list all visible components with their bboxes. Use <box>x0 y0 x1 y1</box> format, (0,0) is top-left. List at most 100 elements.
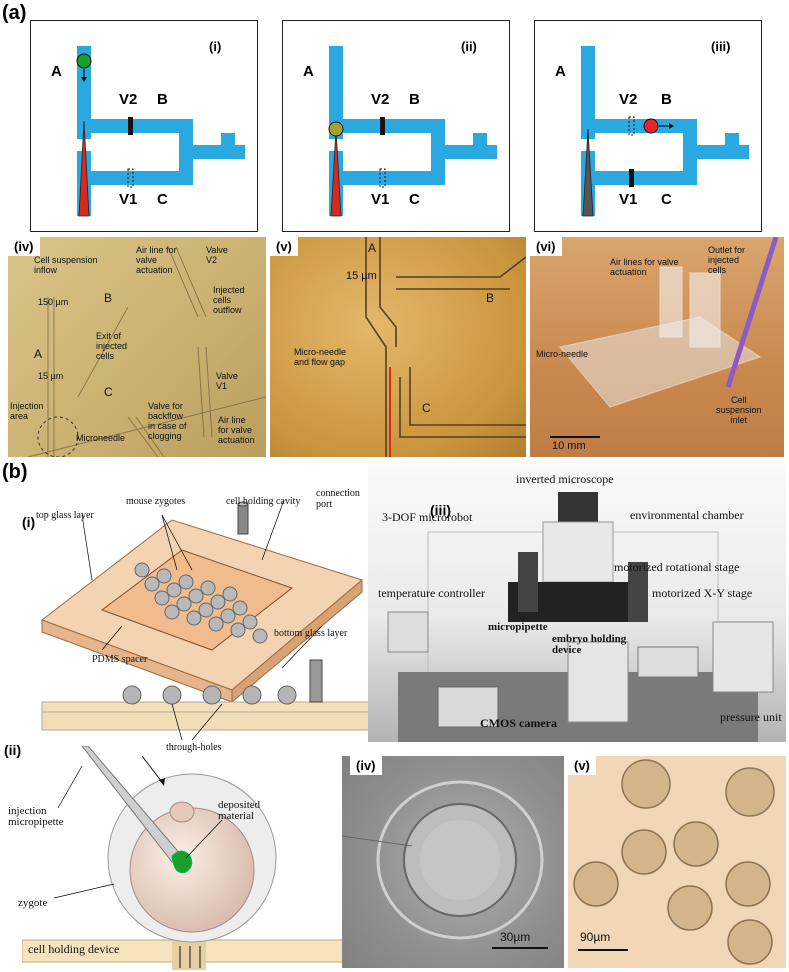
photo-a-vi-label: Micro-needle <box>536 349 589 359</box>
injection-tag: (ii) <box>4 742 22 758</box>
mouse-zygote <box>178 574 194 590</box>
photo-a-v-label: A <box>368 241 377 255</box>
mouse-zygote <box>134 562 150 578</box>
schematic-iii-c: C <box>661 191 672 208</box>
photo-b-iv-scale: 30µm <box>500 930 531 944</box>
panel-b-label: (b) <box>2 461 28 483</box>
photo-a-iv: (iv) Cell suspension inflow Air line for… <box>8 237 266 457</box>
schematic-iii-tag: (iii) <box>711 39 731 54</box>
photo-a-v: (v) A B 15 µm Micro-needle and flow gap … <box>270 237 526 457</box>
setup-equipment <box>387 492 774 742</box>
device-label: top glass layer <box>36 510 94 521</box>
setup-label: 3-DOF microrobot <box>382 510 473 524</box>
device-label: mouse zygotes <box>126 496 186 507</box>
mouse-zygote <box>188 588 204 604</box>
photo-b-v-tag: (v) <box>568 756 596 775</box>
injection-label: deposited material <box>218 799 261 822</box>
mouse-zygote <box>220 608 236 624</box>
photo-a-iv-tag: (iv) <box>8 237 40 256</box>
schematic-iii-svg <box>581 46 749 217</box>
schematic-i-svg <box>76 46 245 217</box>
photo-a-iv-label: Injected cells outflow <box>213 285 245 315</box>
photo-b-v-scale: 90µm <box>580 930 611 944</box>
photo-a-vi-label: Air lines for valve actuation <box>610 257 679 277</box>
schematic-ii-v2: V2 <box>371 91 390 108</box>
device-drawing <box>40 499 373 740</box>
photo-a-iv-channels <box>27 246 266 457</box>
mouse-zygote <box>166 582 182 598</box>
schematic-i-v1: V1 <box>119 191 138 208</box>
setup-label: temperature controller <box>378 586 485 600</box>
photo-b-iii: (iii) inverted microscope 3-DOF microrob… <box>368 462 786 742</box>
photo-a-iv-label: A <box>34 347 43 361</box>
schematic-ii-svg <box>328 46 497 217</box>
setup-label: environmental chamber <box>630 508 744 522</box>
device-tag: (i) <box>22 514 36 530</box>
photo-b-iv: (iv) 30µm <box>342 756 564 968</box>
setup-label: CMOS camera <box>480 716 557 730</box>
mouse-zygote <box>208 616 224 632</box>
photo-b-v: (v) 90µm <box>568 756 786 968</box>
photo-a-iv-label: B <box>104 291 113 305</box>
device-label: connection port <box>316 488 360 510</box>
photo-b-iv-tag: (iv) <box>350 756 382 775</box>
sideview-zygotes <box>122 685 297 705</box>
schematic-ii-v1: V1 <box>371 191 390 208</box>
mouse-zygote <box>210 594 226 610</box>
photo-a-v-tag: (v) <box>270 237 298 256</box>
device-label: bottom glass layer <box>274 628 348 639</box>
mouse-zygote <box>252 628 268 644</box>
schematic-i: (i) A V2 B V1 C <box>30 20 258 232</box>
mouse-zygote <box>186 610 202 626</box>
photo-a-iv-label: Cell suspension inflow <box>34 255 98 275</box>
setup-label: pressure unit <box>720 710 782 724</box>
device-label: through-holes <box>166 742 222 753</box>
mouse-zygote <box>176 596 192 612</box>
schematic-i-v2: V2 <box>119 91 138 108</box>
setup-label: motorized rotational stage <box>614 560 740 574</box>
schematic-i-b: B <box>157 91 168 108</box>
schematic-i-tag: (i) <box>209 39 222 54</box>
setup-label: micropipette <box>488 621 548 633</box>
mouse-zygote <box>222 586 238 602</box>
mouse-zygote <box>144 576 160 592</box>
mouse-zygote <box>230 622 246 638</box>
panel-a-label: (a) <box>2 2 27 24</box>
injection-label: injection micropipette <box>8 805 64 828</box>
zygote-photo <box>342 780 548 949</box>
photo-a-vi-label: 10 mm <box>552 440 586 452</box>
embryo-photo <box>573 759 775 965</box>
schematic-ii-c: C <box>409 191 420 208</box>
photo-a-vi: (vi) Air lines for valve actuation Outle… <box>530 237 784 457</box>
photo-a-iv-label: C <box>104 385 113 399</box>
photo-a-v-label: Micro-needle and flow gap <box>294 347 347 367</box>
photo-a-iv-label: Valve V1 <box>216 371 238 391</box>
mouse-zygote <box>242 614 258 630</box>
schematic-i-a: A <box>51 63 62 80</box>
photo-a-vi-label: Outlet for injected cells <box>708 245 746 275</box>
photo-a-v-label: 15 µm <box>346 270 377 282</box>
schematic-iii-v1: V1 <box>619 191 638 208</box>
device-label: cell holding cavity <box>226 496 301 507</box>
injection-label: cell holding device <box>28 942 120 956</box>
mouse-zygote <box>200 580 216 596</box>
schematic-iii: (iii) A V2 B V1 C <box>534 20 762 232</box>
setup-tag: (iii) <box>430 502 451 518</box>
schematic-iii-v2: V2 <box>619 91 638 108</box>
setup-label: motorized X-Y stage <box>652 586 753 600</box>
schematic-iii-b: B <box>661 91 672 108</box>
mouse-zygote <box>198 602 214 618</box>
photo-a-vi-label: Cell suspension inlet <box>716 395 762 425</box>
schematic-ii: (ii) A V2 B V1 C <box>282 20 510 232</box>
photo-a-iv-label: Valve for backflow in case of clogging <box>148 401 187 441</box>
photo-a-iv-label: Exit of injected cells <box>96 331 128 361</box>
schematic-ii-b: B <box>409 91 420 108</box>
mouse-zygote <box>232 600 248 616</box>
injection-drawing <box>22 746 352 970</box>
photo-a-iv-label: Valve V2 <box>206 245 228 265</box>
photo-a-iv-label: 15 µm <box>38 371 64 381</box>
photo-a-v-label: B <box>486 291 495 305</box>
setup-label: embryo holding device <box>552 633 627 656</box>
setup-label: inverted microscope <box>516 472 614 486</box>
photo-a-vi-device <box>550 237 779 438</box>
